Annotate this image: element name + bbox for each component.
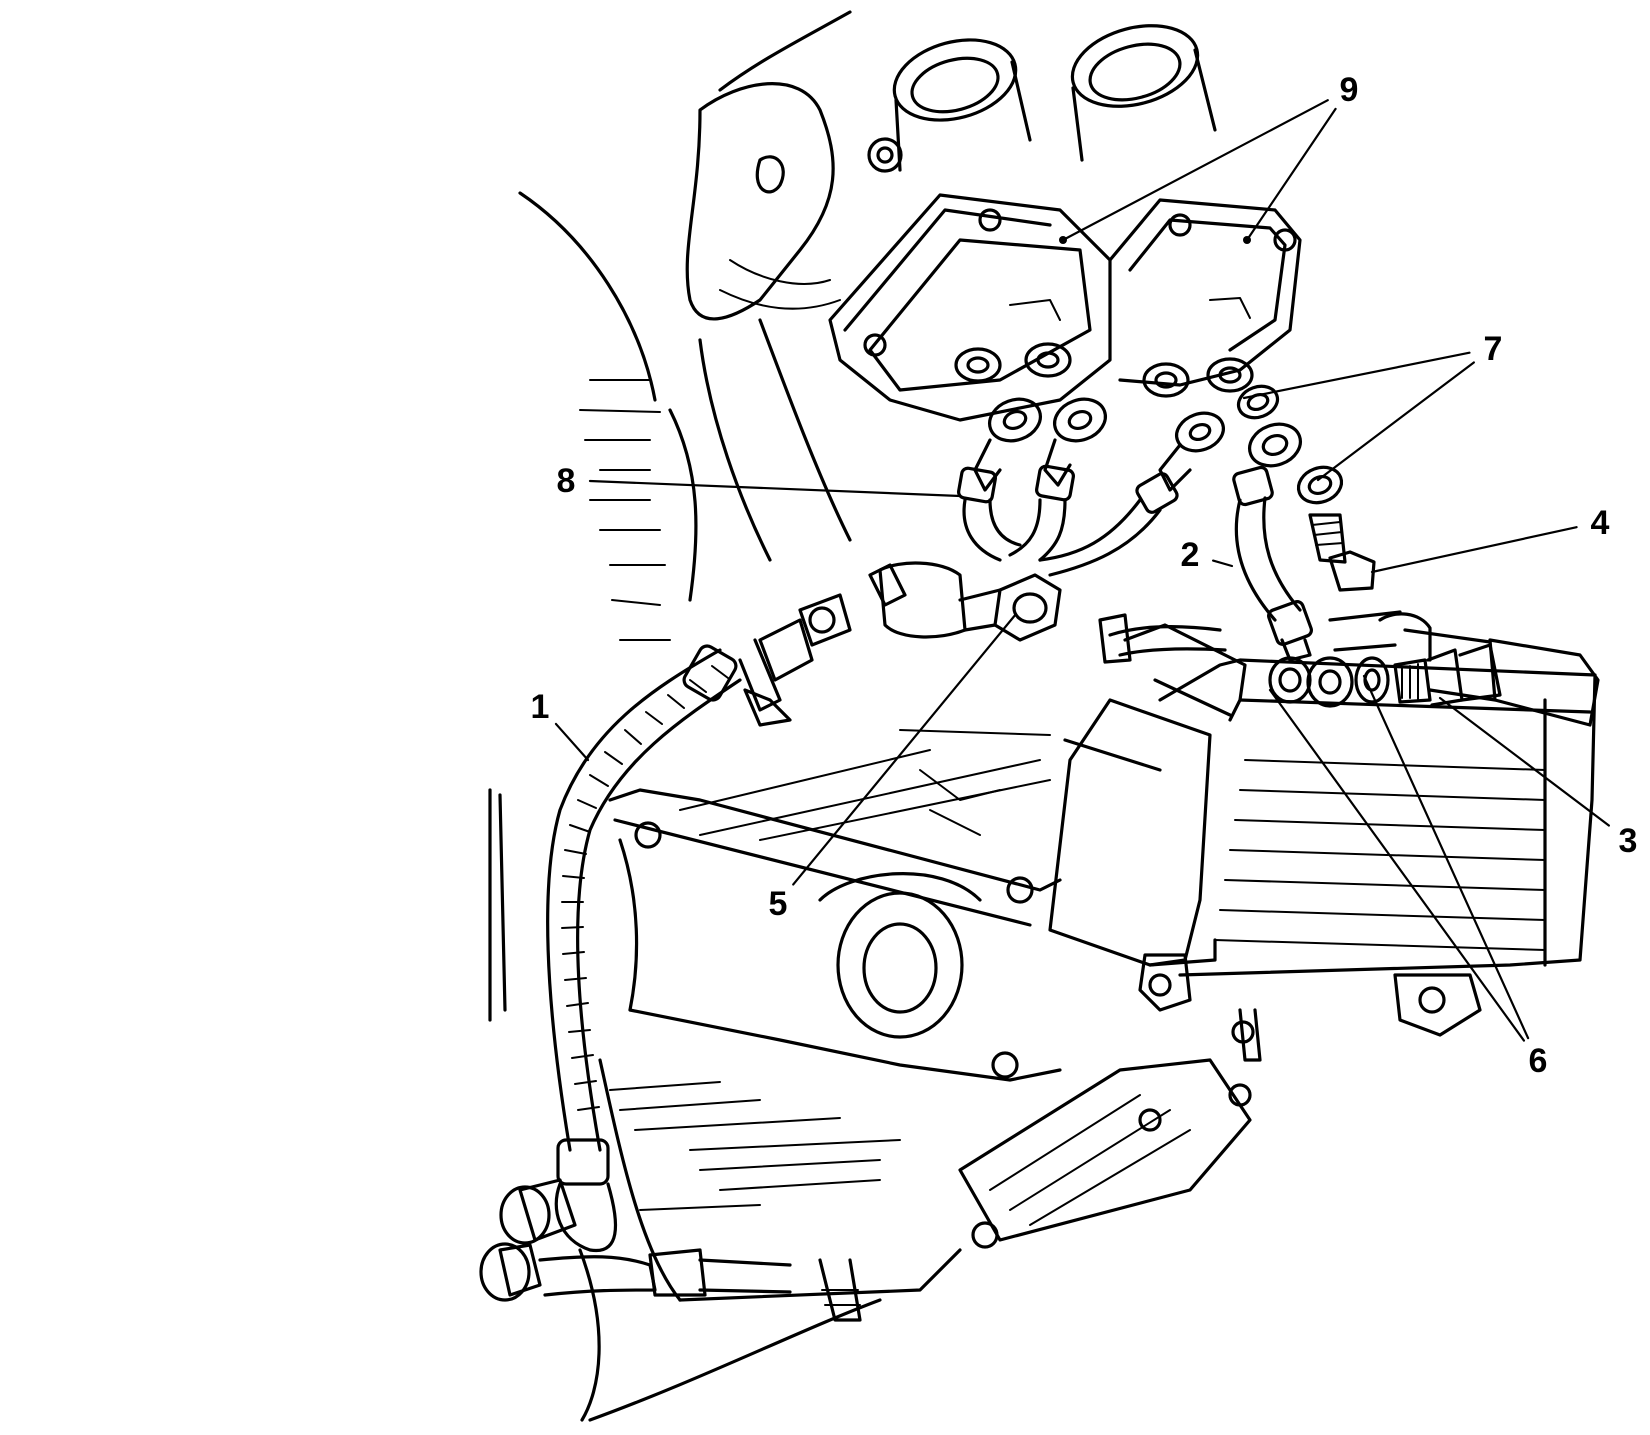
oil-cooler [1048,623,1600,1037]
callout-7: 7 [1242,330,1503,482]
leader-line-3 [1438,696,1610,827]
cooler-return-line [479,561,1062,1302]
leader-line-7-1 [1242,351,1471,400]
leader-line-8 [588,479,962,498]
leader-line-5 [792,612,1018,886]
callout-9: 9 [1061,71,1359,242]
callout-5: 5 [769,612,1018,923]
callout-4: 4 [1370,504,1610,574]
cooler-inlet-fittings [1098,610,1502,708]
head-oil-lines [957,397,1225,577]
callout-number-4: 4 [1591,504,1610,542]
leader-line-9-1 [1061,99,1329,242]
leader-line-1 [554,722,590,762]
callout-number-2: 2 [1181,536,1200,574]
callout-1: 1 [531,688,590,762]
leader-line-4 [1370,526,1578,574]
callout-number-8: 8 [557,462,576,500]
cooler-feed-line [1232,384,1376,662]
leader-line-6-1 [1268,688,1526,1042]
leader-line-9-2 [1245,107,1337,242]
callout-number-9: 9 [1340,71,1359,109]
callout-number-7: 7 [1484,330,1503,368]
callout-number-3: 3 [1619,822,1638,860]
callout-6: 6 [1268,674,1548,1080]
callout-number-6: 6 [1529,1042,1548,1080]
cylinder-heads [828,193,1302,422]
leader-line-6-2 [1362,674,1530,1040]
leader-line-2 [1211,559,1234,568]
carburettor-intakes [685,24,1217,562]
callout-2: 2 [1181,536,1234,574]
leader-line-7-2 [1316,361,1475,482]
callout-number-1: 1 [531,688,550,726]
callout-3: 3 [1438,696,1638,860]
callout-number-5: 5 [769,885,788,923]
crankcase [598,729,1262,1322]
callout-layer: 1 2 3 4 5 6 7 8 9 [531,71,1638,1080]
callout-8: 8 [557,462,962,500]
frame-outline [488,10,882,1422]
